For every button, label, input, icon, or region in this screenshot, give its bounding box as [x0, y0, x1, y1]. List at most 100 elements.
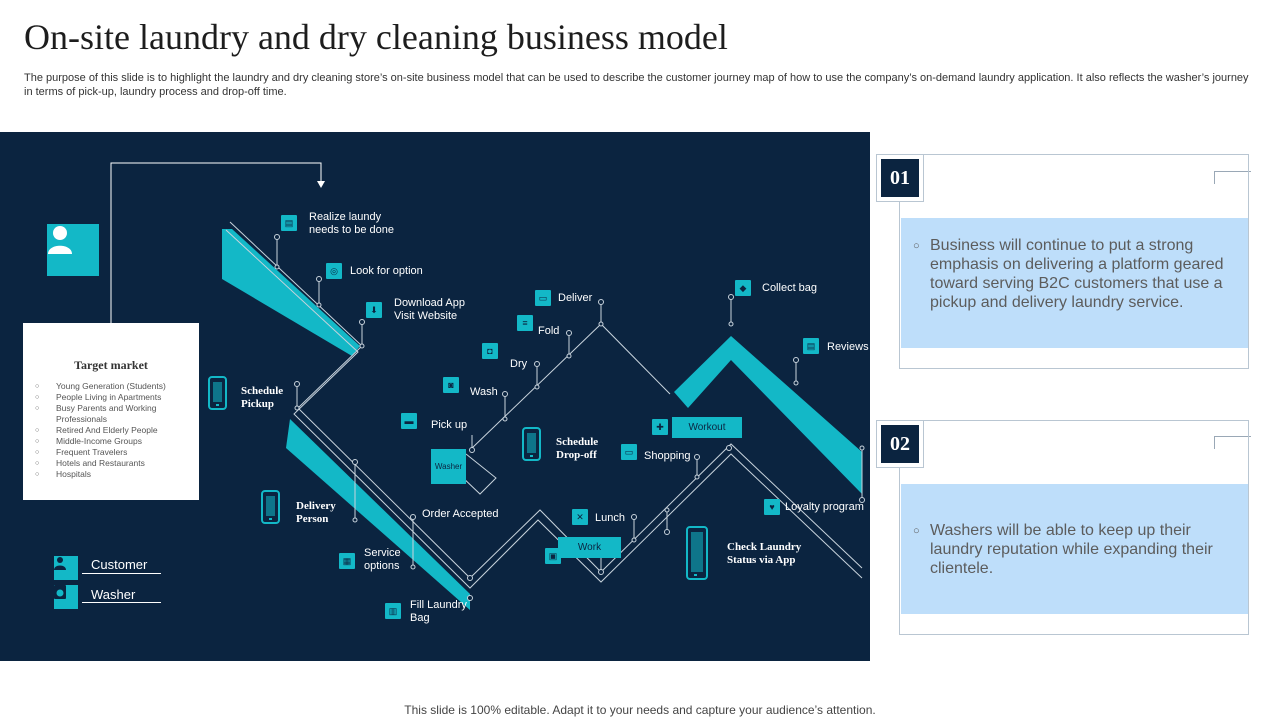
journey-panel: Target market Young Generation (Students…	[0, 132, 870, 661]
ribbon-2	[286, 419, 470, 610]
node-shopping	[694, 454, 700, 460]
washing-machine-icon: ◙	[443, 377, 459, 393]
ribbon-3	[674, 336, 862, 494]
node-workout	[726, 445, 732, 451]
step-loyalty-label: Loyalty program	[785, 501, 864, 513]
node-lunch	[631, 514, 637, 520]
node-fold	[566, 330, 572, 336]
node-realize	[274, 234, 280, 240]
cutlery-icon: ✕	[572, 509, 588, 525]
smartphone-icon	[208, 376, 227, 410]
step-fold-label: Fold	[538, 325, 560, 337]
heart-icon: ♥	[764, 499, 780, 515]
target-market-list: Young Generation (Students) People Livin…	[35, 381, 199, 480]
node-dry	[534, 361, 540, 367]
legend-customer-underline	[82, 573, 161, 574]
smartphone-icon	[686, 526, 708, 580]
node-loyalty	[859, 497, 865, 503]
arrow-head	[317, 181, 325, 188]
card-1-number-badge: 01	[876, 154, 924, 202]
node-work	[598, 569, 604, 575]
work-tag: Work	[558, 537, 621, 558]
page-subtitle: The purpose of this slide is to highligh…	[24, 72, 1249, 98]
step-delivery-person-label: Delivery Person	[296, 500, 336, 525]
target-market-item: People Living in Apartments	[35, 392, 199, 403]
card-2-bullet-icon: ○	[913, 525, 920, 537]
card-1-corner-bracket	[1214, 171, 1251, 184]
briefcase-icon: ▣	[545, 548, 561, 564]
card-2-number: 02	[881, 425, 919, 463]
target-market-item: Hospitals	[35, 469, 199, 480]
step-check-status-label: Check Laundry Status via App	[727, 541, 802, 566]
card-1-text: Business will continue to put a strong e…	[930, 237, 1224, 311]
node-schedule-pickup	[294, 381, 300, 387]
smartphone-icon	[522, 427, 541, 461]
node-fill-bag	[467, 575, 473, 581]
footer-note: This slide is 100% editable. Adapt it to…	[404, 703, 876, 717]
node-collect-bag	[728, 294, 734, 300]
node-reviews	[793, 357, 799, 363]
target-market-item: Busy Parents and Working Professionals	[35, 403, 199, 425]
card-1-fill	[901, 218, 1248, 348]
legend-customer-label: Customer	[91, 557, 148, 572]
step-lunch-label: Lunch	[595, 512, 625, 524]
step-look-label: Look for option	[350, 265, 423, 277]
node-wash	[502, 391, 508, 397]
card-2-corner-bracket	[1214, 436, 1251, 449]
step-realize-label: Realize laundy needs to be done	[309, 211, 395, 236]
journey-line-a	[229, 221, 863, 579]
card-2-number-badge: 02	[876, 420, 924, 468]
target-market-item: Young Generation (Students)	[35, 381, 199, 392]
journey-line-inner-2	[459, 453, 497, 495]
step-wash-label: Wash	[470, 386, 498, 398]
step-reviews-label: Reviews	[827, 341, 869, 353]
step-service-options-label: Service options	[364, 547, 401, 572]
step-deliver-label: Deliver	[558, 292, 593, 304]
laundry-bag-icon: ▥	[385, 603, 401, 619]
target-market-item: Middle-Income Groups	[35, 436, 199, 447]
delivery-cart-icon: ▭	[535, 290, 551, 306]
customer-icon	[54, 556, 78, 580]
ribbon-1	[222, 229, 360, 356]
user-avatar-icon	[47, 224, 99, 276]
step-schedule-dropoff-label: Schedule Drop-off	[556, 436, 599, 461]
step-download-label: Download App Visit Website	[394, 297, 465, 322]
laundry-basket-icon: ▤	[281, 215, 297, 231]
review-icon: ▤	[803, 338, 819, 354]
download-icon: ⬇	[366, 302, 382, 318]
target-market-title: Target market	[74, 358, 148, 372]
journey-line-b	[225, 229, 863, 589]
page-title: On-site laundry and dry cleaning busines…	[24, 17, 728, 57]
dumbbell-icon: ✚	[652, 419, 668, 435]
legend-washer-underline	[82, 602, 161, 603]
target-market-item: Retired And Elderly People	[35, 425, 199, 436]
service-list-icon: ▦	[339, 553, 355, 569]
card-1-number: 01	[881, 159, 919, 197]
search-icon: ◎	[326, 263, 342, 279]
step-fill-bag-label: Fill Laundry Bag	[410, 599, 467, 624]
truck-icon: ▬	[401, 413, 417, 429]
target-market-item: Hotels and Restaurants	[35, 458, 199, 469]
smartphone-icon	[261, 490, 280, 524]
target-market-item: Frequent Travelers	[35, 447, 199, 458]
step-order-accepted-label: Order Accepted	[422, 508, 499, 520]
dryer-icon: ◘	[482, 343, 498, 359]
node-deliver	[598, 299, 604, 305]
step-dry-label: Dry	[510, 358, 528, 370]
card-2-frame	[899, 420, 1249, 635]
step-schedule-pickup-label: Schedule Pickup	[241, 385, 284, 410]
step-pick-up-label: Pick up	[431, 419, 468, 431]
workout-tag: Workout	[672, 417, 742, 438]
washer-tag: Washer	[431, 449, 466, 484]
step-shopping-label: Shopping	[644, 450, 691, 462]
shopping-cart-icon: ▭	[621, 444, 637, 460]
target-market-box: Target market Young Generation (Students…	[23, 323, 199, 500]
node-order-accepted	[410, 514, 416, 520]
card-2-text: Washers will be able to keep up their la…	[930, 522, 1213, 577]
node-download	[359, 319, 365, 325]
node-delivery-person	[352, 459, 358, 465]
card-1-bullet-icon: ○	[913, 240, 920, 252]
legend-washer-label: Washer	[91, 587, 136, 602]
journey-line-inner	[469, 323, 671, 451]
card-1-frame	[899, 154, 1249, 369]
